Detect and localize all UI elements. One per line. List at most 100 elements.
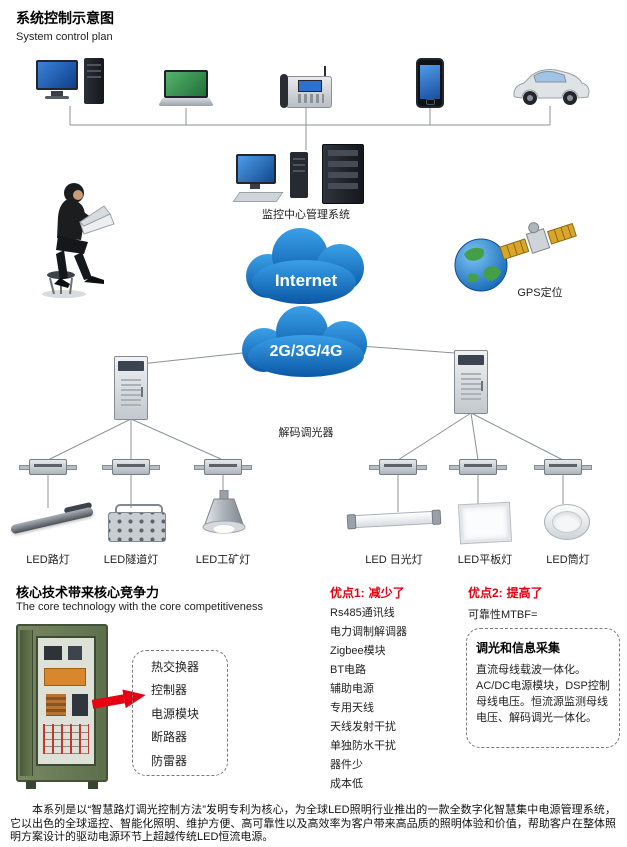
advantage2-subtitle: 可靠性MTBF= (468, 609, 538, 621)
advantage1-item: 辅助电源 (330, 683, 374, 695)
cabinet-display (118, 361, 144, 371)
advantage1-item: Zigbee模块 (330, 645, 386, 657)
server-rack-icon (322, 144, 364, 204)
advantage2-highlight: 提高了 (506, 586, 543, 600)
internet-cloud: Internet (232, 224, 380, 308)
cabinet-interior (36, 636, 96, 766)
cabinet-part-item: 控制器 (151, 683, 188, 697)
led-tunnel-label: LED隧道灯 (103, 554, 159, 566)
decoder-dimmer-unit (534, 458, 592, 476)
highbay-svg (202, 489, 246, 534)
advantage1-item: BT电路 (330, 664, 367, 676)
gps-globe-icon (450, 232, 512, 294)
advantage1-label: 优点1: (330, 586, 365, 600)
decoder-dimmer-unit (449, 458, 507, 476)
core-section-subtitle: The core technology with the core compet… (16, 601, 264, 613)
controller-component (72, 694, 88, 716)
breaker-component (44, 646, 62, 660)
cellular-cloud-text: 2G/3G/4G (270, 343, 343, 360)
power-module-component (44, 668, 86, 686)
tunnel-light-bracket (115, 504, 163, 516)
cabinet-display (458, 355, 484, 365)
cabinet-handle (141, 387, 143, 397)
monitor-screen (238, 156, 274, 182)
gps-label: GPS定位 (517, 287, 563, 299)
advantage1-highlight: 减少了 (368, 586, 405, 600)
panel-body (458, 501, 512, 545)
cabinet-vent (461, 373, 481, 401)
tunnel-light-body (108, 512, 166, 542)
laptop-screen (166, 72, 206, 96)
monitoring-center-icons (232, 144, 379, 206)
desktop-tower (84, 58, 104, 104)
led-panel-label: LED平板灯 (457, 554, 513, 566)
green-power-cabinet-photo (16, 624, 108, 789)
street-light-bar (10, 506, 94, 535)
fax-keypad (298, 94, 324, 103)
fax-antenna (324, 66, 326, 78)
coil-component (46, 694, 66, 716)
desktop-screen (38, 62, 76, 88)
decoder-dimmer-unit (369, 458, 427, 476)
car-icon (508, 64, 592, 110)
page-title: 系统控制示意图 (16, 10, 114, 26)
fax-handset (280, 74, 288, 108)
advantage1-header: 优点1:减少了 (330, 584, 405, 601)
monitoring-center-label: 监控中心管理系统 (262, 209, 350, 221)
decoder-dimmer-unit (19, 458, 77, 476)
cabinet-vent (121, 379, 141, 407)
breaker-component (68, 646, 82, 660)
decoder-dimmer-unit (194, 458, 252, 476)
advantage1-items: Rs485通讯线 电力调制解调器 Zigbee模块 BT电路 辅助电源 专用天线… (330, 604, 462, 794)
page-subtitle: System control plan (16, 31, 113, 43)
led-tunnel-light-icon (106, 502, 168, 546)
laptop-icon (158, 70, 214, 112)
desktop-base (45, 96, 69, 99)
red-arrow-svg (91, 689, 146, 709)
pc-tower-icon (290, 152, 308, 198)
cabinet-handle (481, 381, 483, 391)
led-highbay-label: LED工矿灯 (195, 554, 251, 566)
cellular-cloud-svg: 2G/3G/4G (242, 306, 367, 377)
advantage1-item: 天线发射干扰 (330, 721, 396, 733)
operator-person-icon (18, 180, 123, 302)
satellite-svg (499, 222, 577, 261)
desktop-stand (51, 91, 63, 96)
led-panel-light-icon (456, 500, 514, 546)
fax-screen (298, 80, 322, 92)
desktop-monitor (36, 60, 78, 90)
advantage2-box-text: 直流母线载波一体化。AC/DC电源模块，DSP控制母线电压。恒流源监测母线电压、… (476, 664, 610, 724)
advantage2-box: 调光和信息采集 直流母线载波一体化。AC/DC电源模块，DSP控制母线电压。恒流… (466, 628, 620, 748)
led-highbay-light-icon (197, 489, 251, 548)
smartphone-home-button (426, 99, 435, 105)
cabinet-part-item: 电源模块 (151, 706, 200, 721)
fax-phone-icon (280, 66, 332, 112)
cellular-cloud: 2G/3G/4G (224, 304, 388, 384)
smartphone-icon (416, 58, 444, 108)
control-cabinet-left (114, 356, 148, 420)
header: 系统控制示意图 System control plan (16, 8, 114, 43)
advantage1-item: 电力调制解调器 (330, 626, 407, 638)
led-street-label: LED路灯 (26, 554, 70, 566)
footer-paragraph: 本系列是以“智慧路灯调光控制方法”发明专利为核心，为全球LED照明行业推出的一款… (10, 804, 616, 843)
advantage1-item: 器件少 (330, 759, 363, 771)
advantage2-header: 优点2:提高了 (468, 584, 543, 601)
decoder-dimmer-unit (102, 458, 160, 476)
desktop-computer-icon (36, 58, 108, 110)
person-svg (42, 183, 115, 298)
cabinet-leg (26, 781, 36, 789)
core-section-title: 核心技术带来核心竞争力 (16, 585, 160, 600)
internet-cloud-text: Internet (275, 271, 338, 290)
advantage1-item: 单独防水干扰 (330, 740, 396, 752)
cabinet-part-item: 防雷器 (151, 753, 188, 768)
monitor-icon (236, 154, 276, 184)
laptop-base (158, 98, 214, 106)
cabinet-parts-list: 热交换器 控制器 电源模块 断路器 防雷器 (132, 650, 228, 776)
advantage2-box-title: 调光和信息采集 (476, 641, 561, 655)
advantage1-item: 成本低 (330, 778, 363, 790)
decoder-dimmer-label: 解码调光器 (278, 427, 334, 439)
cabinet-leg (88, 781, 98, 789)
internet-cloud-svg: Internet (246, 228, 364, 304)
control-cabinet-right (454, 350, 488, 414)
